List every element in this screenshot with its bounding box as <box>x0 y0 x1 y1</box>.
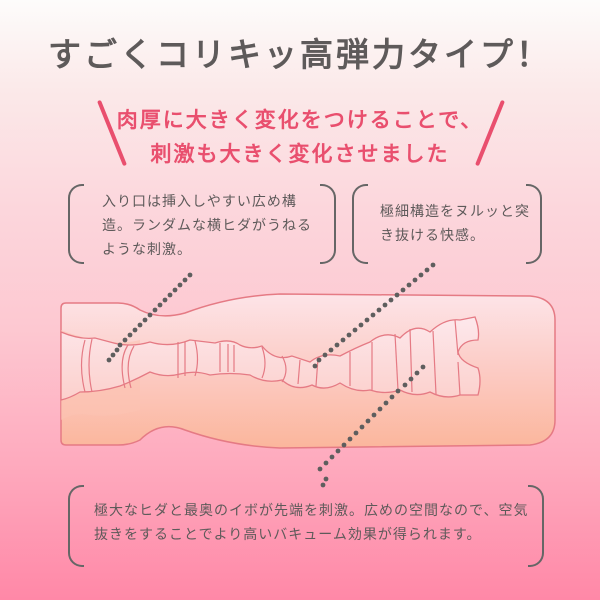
leader-line-tip <box>317 364 426 488</box>
leader-line-entrance <box>106 272 193 363</box>
left-bracket-icon <box>68 485 84 567</box>
callout-tip-text: 極大なヒダと最奥のイボが先端を刺激。広めの空間なので、空気抜きをすることでより高… <box>94 503 529 543</box>
bottle-body <box>60 293 556 449</box>
callout-tip: 極大なヒダと最奥のイボが先端を刺激。広めの空間なので、空気抜きをすることでより高… <box>68 485 544 567</box>
callout-entrance: 入り口は挿入しやすい広め構造。ランダムな横ヒダがうねるような刺激。 <box>68 184 336 264</box>
leader-line-narrow <box>312 262 436 369</box>
page-title: すごくコリキッ高弾力タイプ！ <box>48 35 552 74</box>
left-bracket-icon <box>68 184 84 264</box>
callout-narrow-text: 極細構造をヌルッと突き抜ける快感。 <box>380 204 530 244</box>
callout-narrow: 極細構造をヌルッと突き抜ける快感。 <box>352 184 542 264</box>
subtitle-line-2: 刺激も大きく変化させました <box>150 142 450 166</box>
subtitle-line-1: 肉厚に大きく変化をつけることで、 <box>116 108 484 132</box>
right-bracket-icon <box>320 184 336 264</box>
callout-entrance-text: 入り口は挿入しやすい広め構造。ランダムな横ヒダがうねるような刺激。 <box>102 194 312 258</box>
inner-canal <box>60 316 481 401</box>
left-bracket-icon <box>352 184 368 264</box>
